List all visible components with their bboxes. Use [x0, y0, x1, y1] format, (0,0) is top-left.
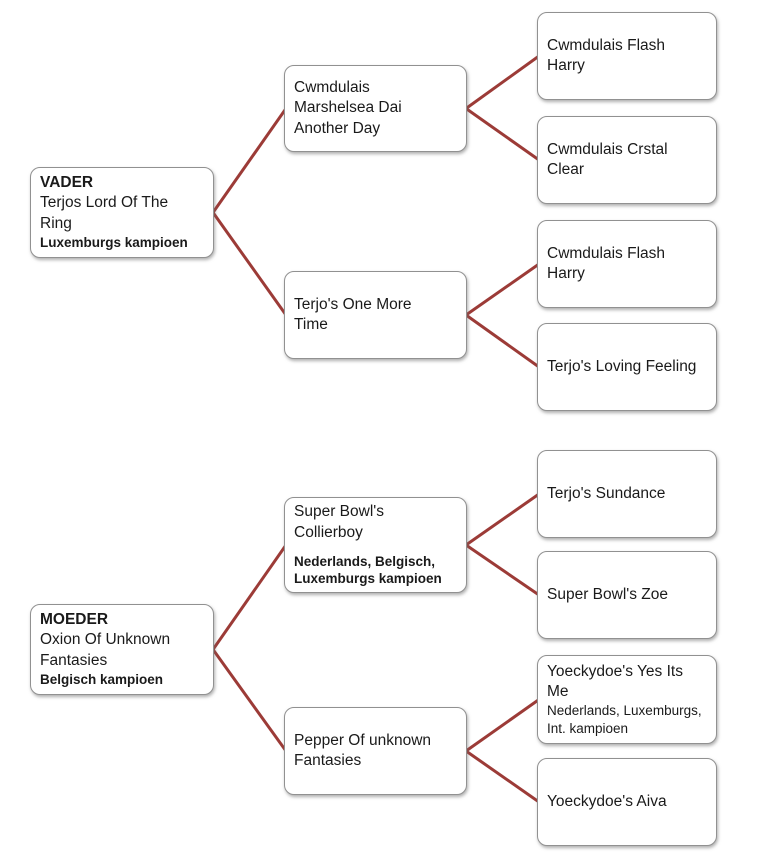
node-header: MOEDER [40, 611, 109, 629]
node-name: Terjos Lord Of The Ring [40, 194, 169, 232]
node-vader-dam: Terjo's One More Time [284, 271, 467, 359]
node-header: VADER [40, 174, 94, 192]
node-name: Terjo's One More Time [294, 295, 412, 333]
node-name: Terjo's Sundance [547, 484, 666, 502]
node-name: Oxion Of Unknown Fantasies [40, 631, 171, 669]
node-moeder: MOEDER Oxion Of Unknown Fantasies Belgis… [30, 604, 214, 695]
node-name: Super Bowl's Zoe [547, 585, 668, 603]
node-moeder-sire-sire: Terjo's Sundance [537, 450, 717, 538]
node-moeder-dam-dam: Yoeckydoe's Aiva [537, 758, 717, 846]
node-name: Yoeckydoe's Yes Its Me [547, 662, 683, 700]
node-name: Cwmdulais Flash Harry [547, 36, 666, 74]
node-vader-dam-dam: Terjo's Loving Feeling [537, 323, 717, 411]
node-champion-titles: Nederlands, Belgisch, Luxemburgs kampioe… [294, 554, 442, 587]
node-moeder-sire: Super Bowl's Collierboy Nederlands, Belg… [284, 497, 467, 593]
node-vader-sire-sire: Cwmdulais Flash Harry [537, 12, 717, 100]
node-moeder-dam: Pepper Of unknown Fantasies [284, 707, 467, 795]
node-name: Super Bowl's Collierboy [294, 503, 384, 541]
node-name: Cwmdulais Flash Harry [547, 244, 666, 282]
node-vader-dam-sire: Cwmdulais Flash Harry [537, 220, 717, 308]
node-vader-sire-dam: Cwmdulais Crstal Clear [537, 116, 717, 204]
node-vader-sire: Cwmdulais Marshelsea Dai Another Day [284, 65, 467, 152]
node-name: Cwmdulais Marshelsea Dai Another Day [294, 78, 402, 137]
node-champion-titles: Belgisch kampioen [40, 672, 164, 688]
node-name: Terjo's Loving Feeling [547, 357, 697, 375]
node-moeder-sire-dam: Super Bowl's Zoe [537, 551, 717, 639]
node-moeder-dam-sire: Yoeckydoe's Yes Its Me Nederlands, Luxem… [537, 655, 717, 744]
node-vader: VADER Terjos Lord Of The Ring Luxemburgs… [30, 167, 214, 258]
node-name: Pepper Of unknown Fantasies [294, 731, 432, 769]
node-champion-titles: Luxemburgs kampioen [40, 235, 188, 251]
node-champion-subtitle: Nederlands, Luxemburgs, Int. kampioen [547, 703, 702, 736]
node-name: Yoeckydoe's Aiva [547, 792, 667, 810]
node-name: Cwmdulais Crstal Clear [547, 140, 668, 178]
